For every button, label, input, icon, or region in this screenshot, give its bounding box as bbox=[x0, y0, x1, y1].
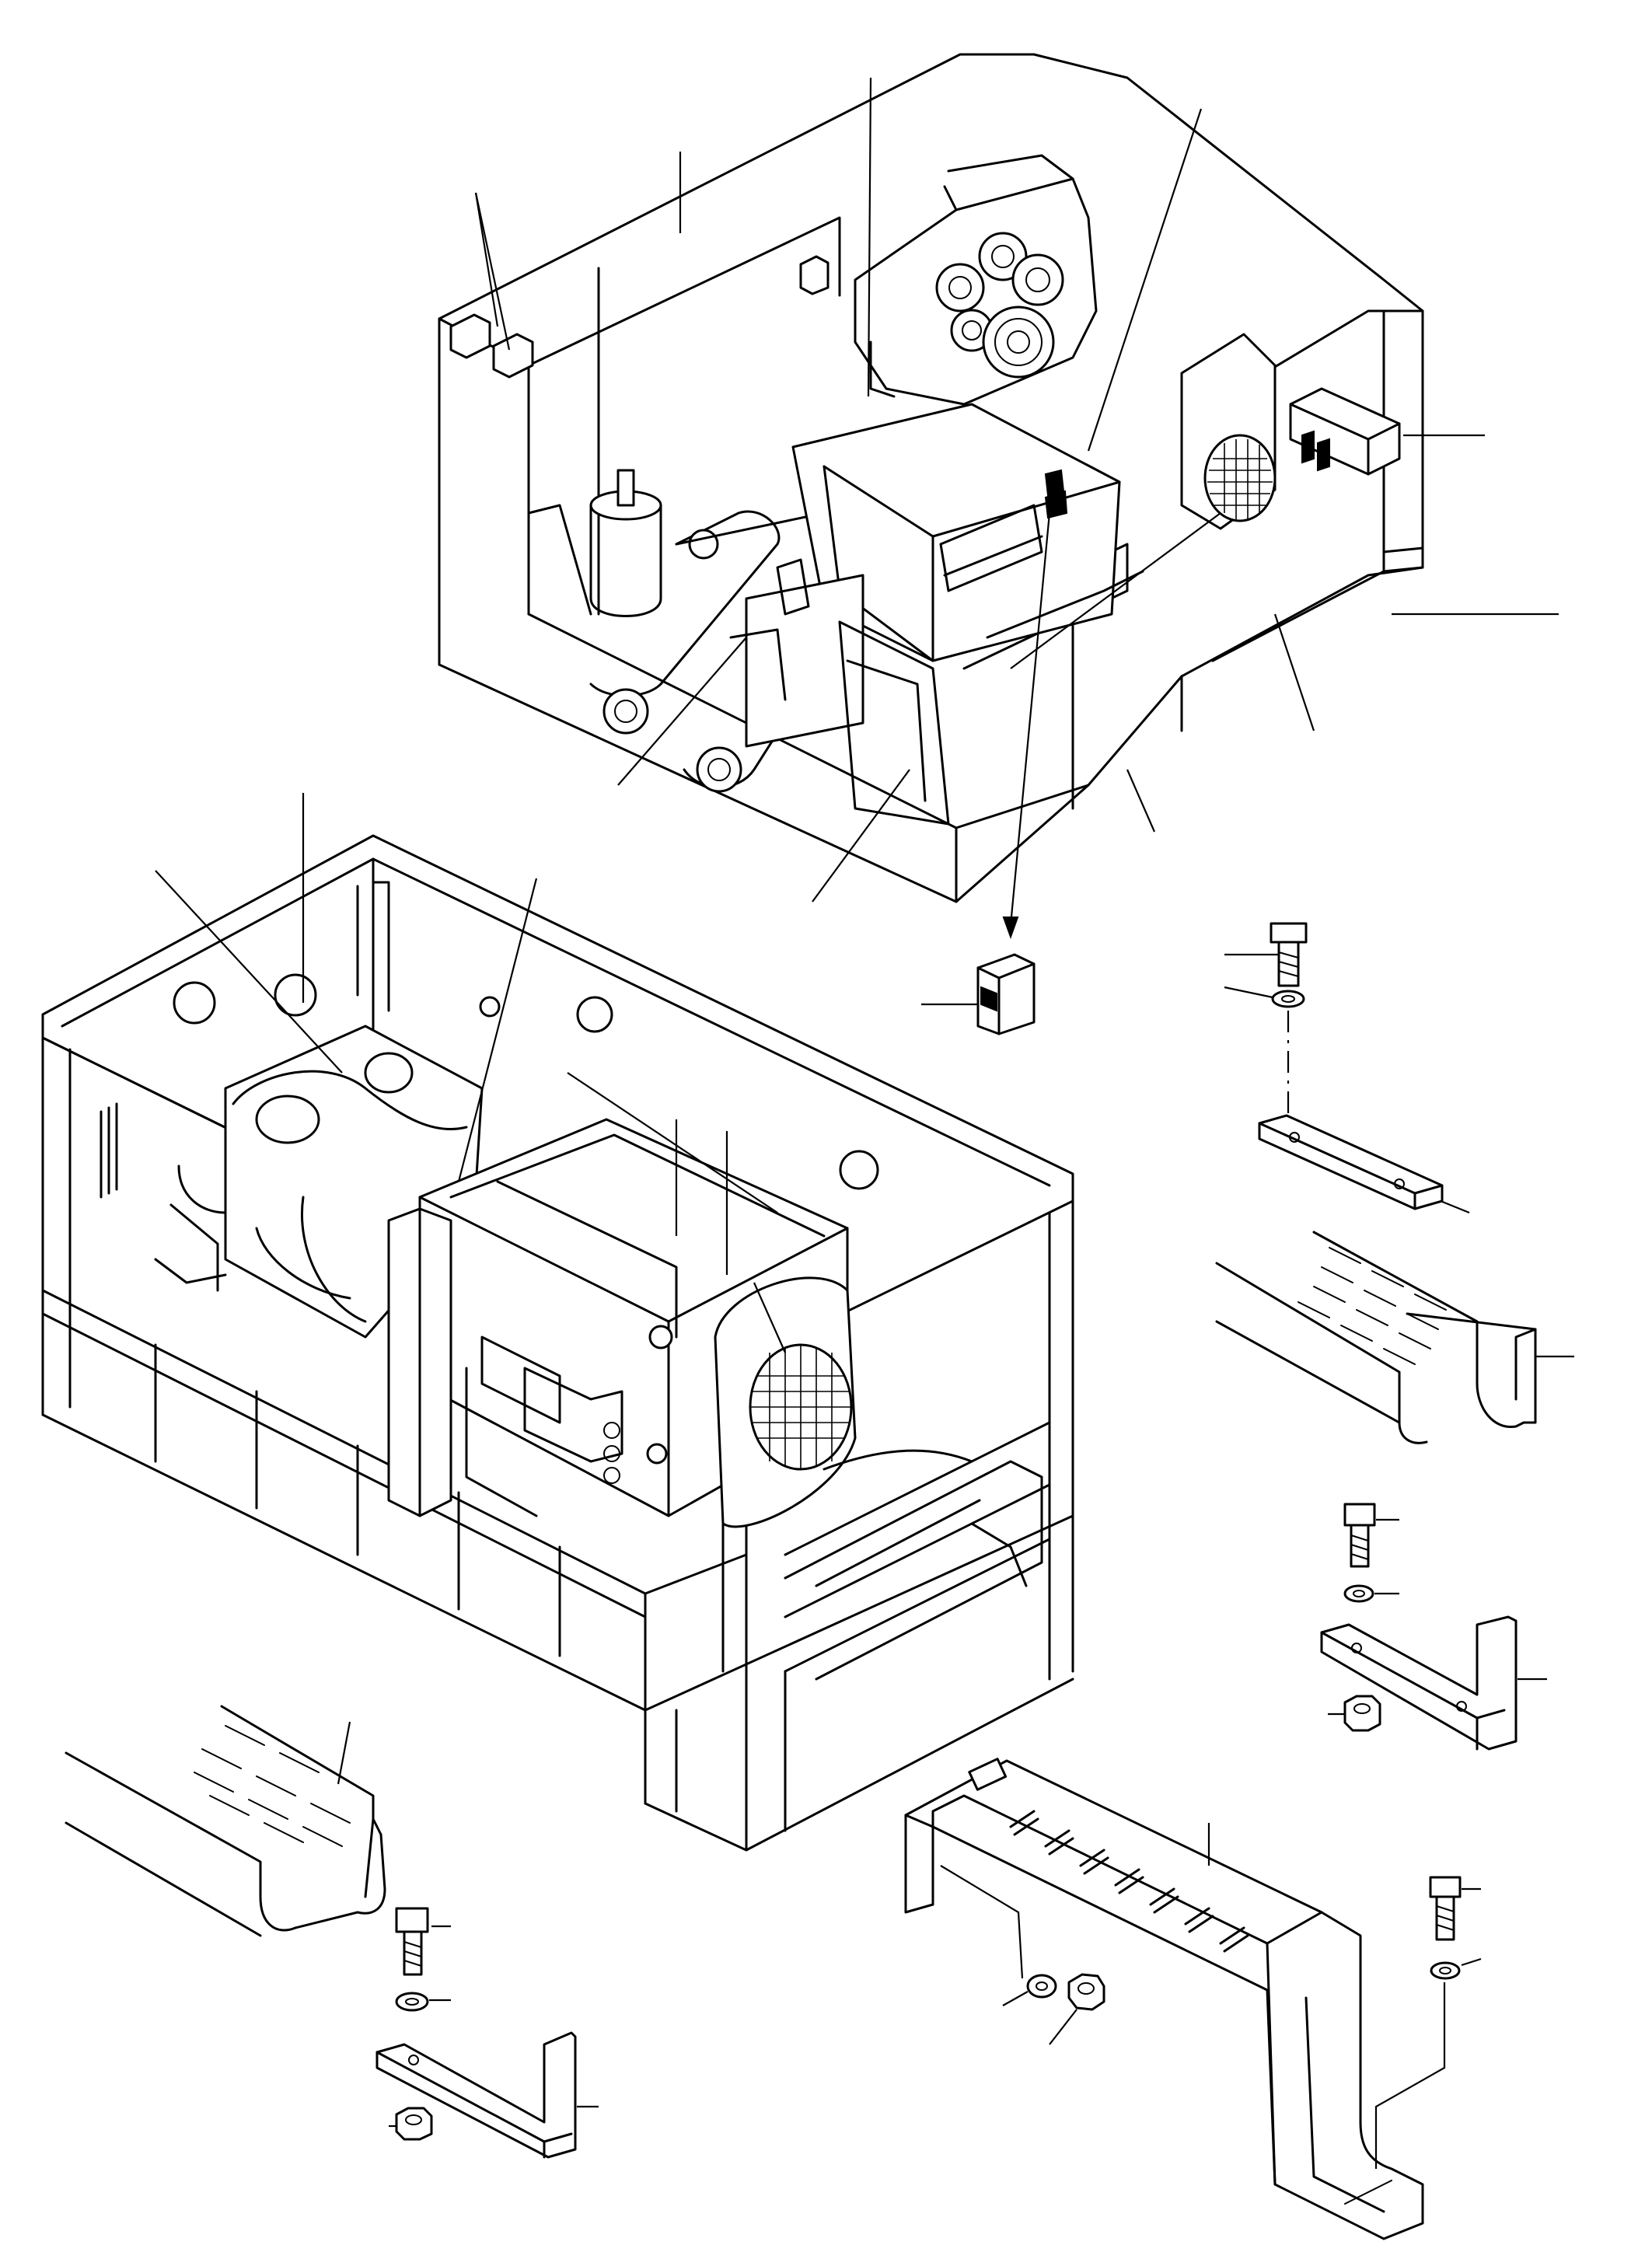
perforated-channel bbox=[65, 1705, 386, 1937]
angle-bracket bbox=[1320, 1615, 1547, 1751]
bolt bbox=[395, 1907, 451, 1976]
washer bbox=[1224, 986, 1305, 1008]
angle-bracket bbox=[375, 2031, 599, 2159]
washer bbox=[395, 1992, 451, 2012]
assembly-leader bbox=[1374, 1982, 1446, 2169]
washer bbox=[1343, 1584, 1399, 1603]
perforated-mounting-bracket bbox=[904, 1758, 1424, 2240]
bolt bbox=[1343, 1503, 1399, 1568]
washer bbox=[1002, 1974, 1057, 2006]
nut bbox=[1049, 1973, 1105, 2045]
perforated-channel bbox=[1215, 1231, 1574, 1444]
bolt bbox=[1224, 922, 1308, 987]
flat-bracket bbox=[1258, 1114, 1470, 1214]
nut bbox=[389, 2107, 433, 2141]
washer bbox=[1430, 1957, 1482, 1980]
bolt bbox=[1429, 1876, 1481, 1941]
engine-cover-assembly bbox=[438, 53, 1559, 939]
generator-frame-assembly bbox=[41, 793, 1074, 1852]
connector-block bbox=[921, 953, 1036, 1035]
nut bbox=[1328, 1695, 1381, 1732]
